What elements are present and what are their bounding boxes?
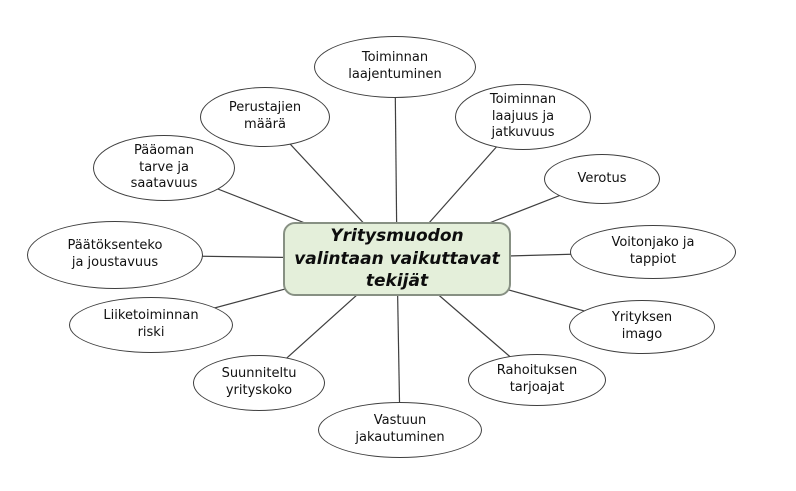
node-label: Suunniteltu yrityskoko (221, 366, 297, 398)
node-label: Rahoituksen tarjoajat (496, 363, 578, 395)
node-label: Vastuun jakautuminen (355, 413, 445, 445)
node-label: Päätöksenteko ja joustavuus (67, 238, 163, 270)
node-toiminnan-laajuus-ja-jatkuvuus: Toiminnan laajuus ja jatkuvuus (455, 84, 591, 150)
node-rahoituksen-tarjoajat: Rahoituksen tarjoajat (468, 354, 606, 406)
node-verotus: Verotus (544, 154, 660, 204)
node-label: Toiminnan laajentuminen (348, 50, 442, 82)
node-label: Verotus (577, 170, 627, 186)
node-suunniteltu-yrityskoko: Suunniteltu yrityskoko (193, 355, 325, 411)
node-label: Liiketoiminnan riski (103, 308, 199, 340)
center-topic: Yritysmuodon valintaan vaikuttavat tekij… (283, 222, 511, 296)
node-perustajien-maara: Perustajien määrä (200, 87, 330, 147)
node-label: Yrityksen imago (611, 310, 673, 342)
center-topic-label: Yritysmuodon valintaan vaikuttavat tekij… (294, 226, 500, 292)
node-label: Toiminnan laajuus ja jatkuvuus (489, 92, 557, 141)
node-paatoksenteko-ja-joustavuus: Päätöksenteko ja joustavuus (27, 221, 203, 289)
node-vastuun-jakautuminen: Vastuun jakautuminen (318, 402, 482, 458)
node-paaoman-tarve-ja-saatavuus: Pääoman tarve ja saatavuus (93, 135, 235, 201)
node-liiketoiminnan-riski: Liiketoiminnan riski (69, 297, 233, 353)
node-label: Pääoman tarve ja saatavuus (130, 143, 198, 192)
node-toiminnan-laajentuminen: Toiminnan laajentuminen (314, 36, 476, 98)
node-yrityksen-imago: Yrityksen imago (569, 300, 715, 354)
node-label: Voitonjako ja tappiot (611, 235, 695, 267)
node-voitonjako-ja-tappiot: Voitonjako ja tappiot (570, 225, 736, 279)
node-label: Perustajien määrä (228, 100, 302, 132)
